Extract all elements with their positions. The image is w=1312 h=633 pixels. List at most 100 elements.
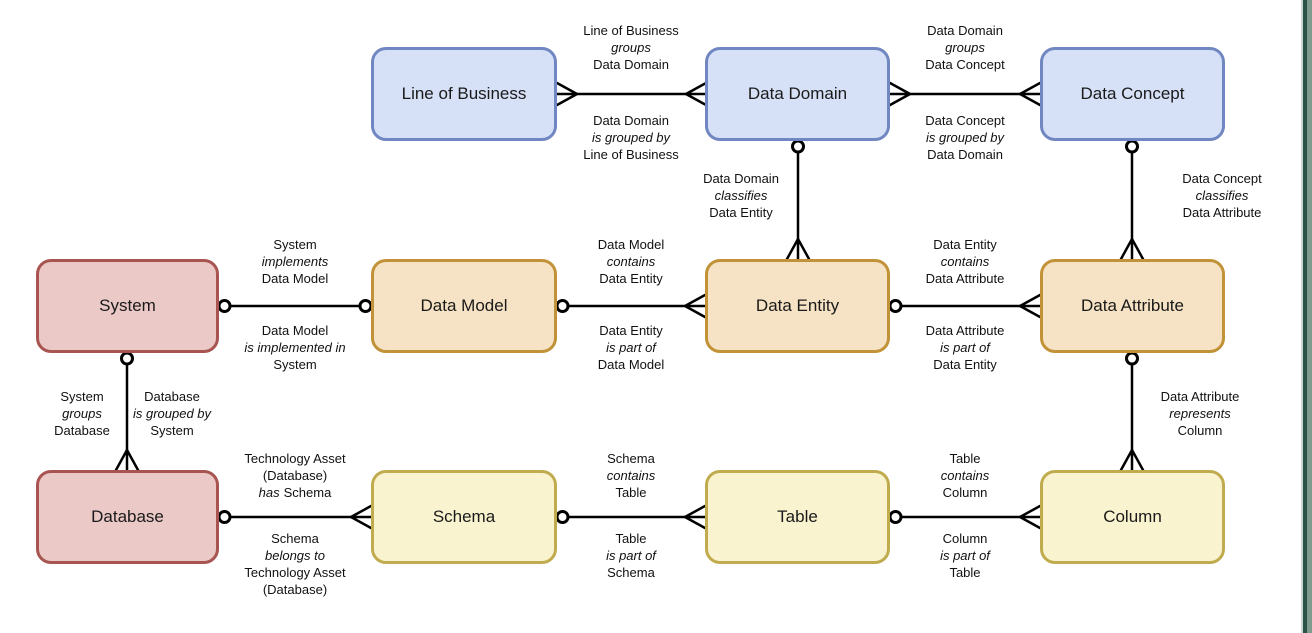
label-verb: implements	[261, 254, 329, 269]
edge-label-table-contains-column: Table contains Column	[870, 450, 1060, 501]
label-line: Line of Business	[583, 147, 679, 162]
edge-label-data-domain-grouped-by-lob: Data Domain is grouped by Line of Busine…	[536, 112, 726, 163]
label-verb: contains	[940, 254, 990, 269]
label-line: Line of Business	[583, 23, 679, 38]
edge-table-column	[888, 504, 1042, 530]
label-verb: classifies	[714, 188, 768, 203]
label-line: Column	[942, 485, 988, 500]
edge-label-system-groups-database: System groups Database	[27, 388, 137, 439]
label-line: Data Model	[261, 271, 329, 286]
node-data-domain: Data Domain	[705, 47, 890, 141]
edge-data-domain-data-concept	[888, 81, 1042, 107]
label-line: Data Domain	[927, 147, 1003, 162]
node-database: Database	[36, 470, 219, 564]
window-edge-hairline	[1301, 0, 1303, 633]
edge-label-column-part-of-table: Column is part of Table	[870, 530, 1060, 581]
label-line: Schema	[607, 451, 655, 466]
label-verb: is part of	[940, 340, 990, 355]
label-verb: belongs to	[265, 548, 325, 563]
edge-label-data-entity-contains-data-attribute: Data Entity contains Data Attribute	[870, 236, 1060, 287]
node-label: Data Attribute	[1080, 296, 1184, 315]
label-verb: is grouped by	[132, 406, 212, 421]
edge-label-lob-groups-data-domain: Line of Business groups Data Domain	[536, 22, 726, 73]
node-label: Data Domain	[747, 84, 848, 103]
edge-label-data-model-implemented-in-system: Data Model is implemented in System	[200, 322, 390, 373]
label-verb: classifies	[1195, 188, 1249, 203]
edge-label-data-attribute-represents-column: Data Attribute represents Column	[1135, 388, 1265, 439]
edge-label-data-attribute-part-of-data-entity: Data Attribute is part of Data Entity	[870, 322, 1060, 373]
label-line: Data Entity	[709, 205, 773, 220]
edge-label-data-concept-classifies-data-attribute: Data Concept classifies Data Attribute	[1157, 170, 1287, 221]
label-line: Technology Asset	[244, 451, 346, 466]
edge-system-data-model	[217, 299, 373, 313]
label-line: Schema	[607, 565, 655, 580]
label-line: Data Entity	[933, 357, 997, 372]
label-verb: is part of	[940, 548, 990, 563]
node-table: Table	[705, 470, 890, 564]
edge-label-data-domain-classifies-data-entity: Data Domain classifies Data Entity	[676, 170, 806, 221]
label-line: Data Concept	[1182, 171, 1262, 186]
label-line: System	[273, 237, 317, 252]
edge-label-data-entity-part-of-data-model: Data Entity is part of Data Model	[536, 322, 726, 373]
node-schema: Schema	[371, 470, 557, 564]
label-line: Data Entity	[933, 237, 997, 252]
label-line: Column	[942, 531, 988, 546]
label-line: Data Attribute	[925, 323, 1005, 338]
label-object: Schema	[283, 485, 332, 500]
label-verb: groups	[611, 40, 651, 55]
node-label: Data Concept	[1080, 84, 1185, 103]
label-line: Table	[615, 531, 647, 546]
label-line: Schema	[271, 531, 319, 546]
label-line: Data Entity	[599, 323, 663, 338]
label-verb: has	[258, 485, 280, 500]
label-line: System	[60, 389, 104, 404]
label-verb: is part of	[606, 548, 656, 563]
edge-label-data-model-contains-data-entity: Data Model contains Data Entity	[536, 236, 726, 287]
node-line-of-business: Line of Business	[371, 47, 557, 141]
label-line: Data Domain	[703, 171, 779, 186]
label-verb: contains	[606, 254, 656, 269]
label-verb: groups	[62, 406, 102, 421]
edge-label-table-part-of-schema: Table is part of Schema	[536, 530, 726, 581]
node-data-model: Data Model	[371, 259, 557, 353]
label-line: Table	[615, 485, 647, 500]
window-edge-light-stripe	[1307, 0, 1312, 633]
node-label: Data Entity	[755, 296, 840, 315]
label-line: Data Domain	[593, 113, 669, 128]
edge-label-data-domain-groups-data-concept: Data Domain groups Data Concept	[870, 22, 1060, 73]
edge-label-data-concept-grouped-by-data-domain: Data Concept is grouped by Data Domain	[870, 112, 1060, 163]
edge-schema-table	[555, 504, 707, 530]
label-verb: is part of	[606, 340, 656, 355]
edge-label-schema-belongs-to-technology-asset: Schema belongs to Technology Asset (Data…	[200, 530, 390, 598]
node-label: Table	[777, 507, 818, 526]
node-label: Column	[1103, 507, 1162, 526]
label-line: Table	[949, 565, 981, 580]
label-line: Data Attribute	[1182, 205, 1262, 220]
node-label: System	[99, 296, 156, 315]
label-line: Technology Asset	[244, 565, 346, 580]
label-line: Database	[144, 389, 200, 404]
label-line: Data Model	[261, 323, 329, 338]
label-line: Data Model	[597, 357, 665, 372]
label-line: Data Concept	[925, 113, 1005, 128]
edge-data-model-data-entity	[555, 293, 707, 319]
node-data-concept: Data Concept	[1040, 47, 1225, 141]
window-edge-dark-stripe	[1303, 0, 1307, 633]
edge-lob-data-domain	[555, 81, 708, 107]
label-verb: is implemented in	[244, 340, 346, 355]
node-data-entity: Data Entity	[705, 259, 890, 353]
label-line: (Database)	[262, 582, 328, 597]
edge-label-schema-contains-table: Schema contains Table	[536, 450, 726, 501]
node-label: Database	[91, 507, 164, 526]
edge-data-attribute-column	[1119, 351, 1145, 472]
edge-label-system-implements-data-model: System implements Data Model	[200, 236, 390, 287]
label-line: Table	[949, 451, 981, 466]
label-line: Data Concept	[925, 57, 1005, 72]
label-line: (Database)	[262, 468, 328, 483]
label-line: Column	[1177, 423, 1223, 438]
edge-data-concept-data-attribute	[1119, 139, 1145, 261]
label-verb: is grouped by	[925, 130, 1005, 145]
